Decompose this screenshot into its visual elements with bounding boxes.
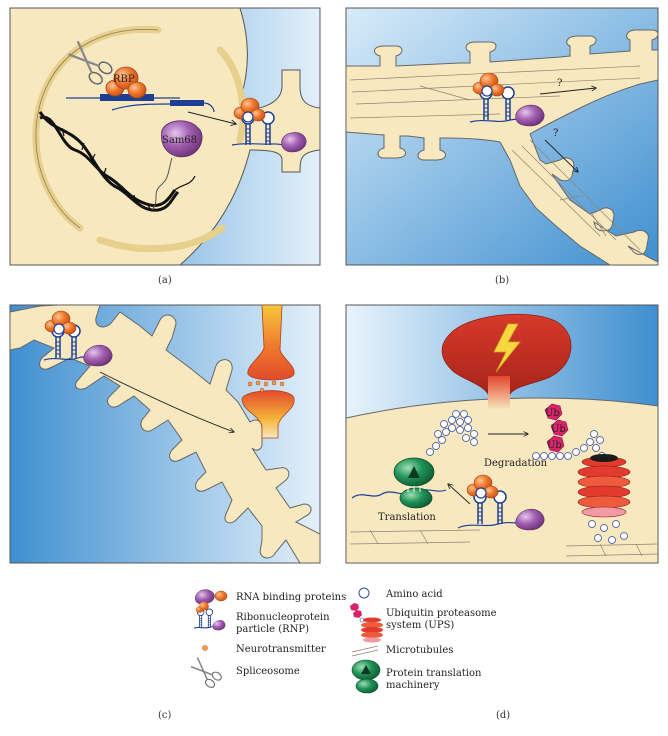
transport-arrow [99,371,234,432]
legend-ptm-line2: machinery [386,680,440,691]
legend-rnp-line2: particle (RNP) [236,624,309,635]
legend-ups-line2: system (UPS) [386,620,454,631]
translation-label: Translation [378,512,436,523]
rnp-particle-icon [457,474,545,531]
ub-label: Ub [551,424,566,435]
panel-c: (c) [9,304,321,721]
legend-translation-icon [351,659,381,694]
rnp-particle-icon [469,72,545,127]
panel-d: Ub Ub Ub [345,304,659,721]
dendrite-body [346,397,658,563]
legend-rbp: RNA binding proteins [236,592,346,603]
ub-label: Ub [545,408,560,419]
degradation-label: Degradation [484,458,548,469]
legend-neurotransmitter: Neurotransmitter [236,644,326,655]
mrna-exon [100,94,154,101]
legend-rnp-line1: Ribonucleoprotein [236,612,330,623]
panel-d-label: (d) [496,710,510,721]
dendrite-shaft [10,305,320,563]
transport-arrow [539,88,596,95]
question-mark: ? [553,128,558,139]
amino-acid-chain [426,410,478,456]
proteasome-icon [577,454,631,518]
legend-microtubules: Microtubules [386,645,453,656]
panel-a-label: (a) [158,275,172,286]
export-arrow [187,111,236,124]
rnp-particle-icon [231,97,307,153]
spliceosome-icon [68,40,113,85]
legend-microtubules-icon [351,645,379,657]
legend-rbp-icon [195,589,228,605]
panel-c-label: (c) [158,710,172,721]
transport-arrow [544,139,578,172]
rbp-label: RBP [113,74,135,85]
translation-arrow [448,484,471,505]
substrate-chain [532,430,606,460]
legend-spliceosome: Spliceosome [236,666,300,677]
legend-ups-icon [350,603,383,643]
panel-a: RBP Sam68 (a) [9,7,321,286]
sam68-protein-icon: Sam68 [151,120,203,211]
dna-helix-icon [38,111,196,212]
amino-acids-released [588,520,628,544]
panel-b: ? ? (b) [345,7,659,286]
neurotransmitter-dots [247,380,285,393]
legend: RNA binding proteins Ribonucleoprotein p… [190,587,497,694]
ubiquitin-tags: Ub Ub Ub [544,403,569,453]
legend-rnp-icon [193,601,226,631]
microtubules [349,529,658,557]
presynaptic-axon [247,305,295,381]
legend-amino-acid-icon [358,587,370,599]
legend-neurotransmitter-icon [202,645,208,651]
rnp-particle-icon [43,310,113,367]
question-mark: ? [557,78,562,89]
legend-ups-line1: Ubiquitin proteasome [386,608,497,619]
legend-spliceosome-icon [190,657,222,688]
ub-label: Ub [547,440,562,451]
lightning-icon [493,323,521,373]
sam68-label: Sam68 [162,135,197,146]
panel-b-label: (b) [495,275,509,286]
legend-ptm-line1: Protein translation [386,668,482,679]
legend-amino-acid: Amino acid [385,589,443,600]
rbp-protein-icon: RBP [105,66,147,99]
postsynaptic-spine [241,390,295,439]
translation-machinery-icon [351,457,447,509]
